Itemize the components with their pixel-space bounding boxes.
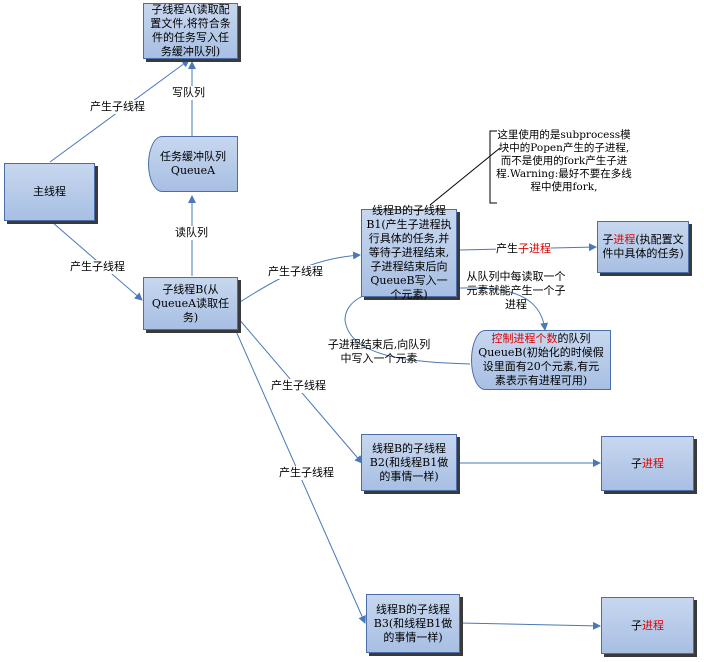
child-process-3-label: 子进程 <box>631 619 664 633</box>
label-spawn-thread-b: 产生子线程 <box>70 260 125 274</box>
child-process-2-label: 子进程 <box>631 457 664 471</box>
thread-b1-box[interactable]: 线程B的子线程B1(产生子进程执行具体的任务,并等待子进程结束,子进程结束后向Q… <box>361 204 457 301</box>
child-process-3-box[interactable]: 子进程 <box>601 597 694 654</box>
label-spawn-thread-a: 产生子线程 <box>90 100 145 114</box>
queue-a-line1: 任务缓冲队列 <box>160 150 226 163</box>
child-process-2-box[interactable]: 子进程 <box>601 436 694 491</box>
thread-b2-box[interactable]: 线程B的子线程B2(和线程B1做的事情一样) <box>361 434 457 491</box>
thread-b-label: 子线程B(从QueueA读取任务) <box>151 282 230 324</box>
label-spawn-process: 产生子进程 <box>496 242 551 256</box>
subprocess-note: 这里使用的是subprocess模块中的Popen产生的子进程,而不是使用的fo… <box>496 129 632 193</box>
arrow-b1-to-queueb <box>439 287 549 331</box>
queue-b[interactable]: 控制进程个数的队列QueueB(初始化的时候假设里面有20个元素,有元素表示有进… <box>471 330 611 390</box>
thread-a-box[interactable]: 子线程A(读取配置文件,将符合条件的任务写入任务缓冲队列) <box>143 3 238 59</box>
child1-text-c: (执配置文件中具体的任务) <box>602 233 684 260</box>
label-spawn-b1: 产生子线程 <box>268 265 323 279</box>
queue-b-label: 控制进程个数的队列QueueB(初始化的时候假设里面有20个元素,有元素表示有进… <box>478 332 604 388</box>
thread-b2-label: 线程B的子线程B2(和线程B1做的事情一样) <box>369 441 449 483</box>
note-bracket <box>489 130 497 204</box>
main-thread-label: 主线程 <box>33 185 66 198</box>
child2-text-red: 进程 <box>642 456 664 470</box>
note-connector <box>429 147 501 206</box>
thread-a-label: 子线程A(读取配置文件,将符合条件的任务写入任务缓冲队列) <box>150 3 231 58</box>
queue-b-red-text: 控制进程个数 <box>491 332 558 345</box>
child2-text-a: 子 <box>631 456 642 470</box>
label-spawn-process-b: 子进程 <box>518 242 551 255</box>
thread-b1-label: 线程B的子线程B1(产生子进程执行具体的任务,并等待子进程结束,子进程结束后向Q… <box>366 204 452 301</box>
label-write-queue: 写队列 <box>172 86 205 100</box>
queue-a-label: 任务缓冲队列 QueueA <box>160 150 226 178</box>
queue-b-text: 的队列QueueB(初始化的时候假设里面有20个元素,有元素表示有进程可用) <box>478 332 604 387</box>
label-spawn-process-a: 产生 <box>496 242 518 255</box>
arrow-b3-to-child3 <box>459 621 601 630</box>
label-take-element: 从队列中每读取一个元素就能产生一个子进程 <box>466 270 566 311</box>
label-spawn-b2: 产生子线程 <box>271 379 326 393</box>
child1-text-a: 子 <box>602 233 614 246</box>
child-process-1-label: 子进程(执配置文件中具体的任务) <box>601 233 685 261</box>
child3-text-red: 进程 <box>642 618 664 632</box>
label-read-queue: 读队列 <box>175 226 208 240</box>
thread-b3-box[interactable]: 线程B的子线程B3(和线程B1做的事情一样) <box>366 594 460 653</box>
main-thread-box[interactable]: 主线程 <box>4 163 95 221</box>
child-process-1-box[interactable]: 子进程(执配置文件中具体的任务) <box>597 221 689 273</box>
queue-a[interactable]: 任务缓冲队列 QueueA <box>148 136 238 192</box>
queue-a-line2: QueueA <box>170 164 216 177</box>
child1-text-red: 进程 <box>613 233 636 246</box>
thread-b3-label: 线程B的子线程B3(和线程B1做的事情一样) <box>373 602 453 644</box>
child3-text-a: 子 <box>631 618 642 632</box>
label-spawn-b3: 产生子线程 <box>279 466 334 480</box>
thread-b-box[interactable]: 子线程B(从QueueA读取任务) <box>143 277 238 330</box>
label-write-element: 子进程结束后,向队列中写入一个元素 <box>327 338 431 365</box>
